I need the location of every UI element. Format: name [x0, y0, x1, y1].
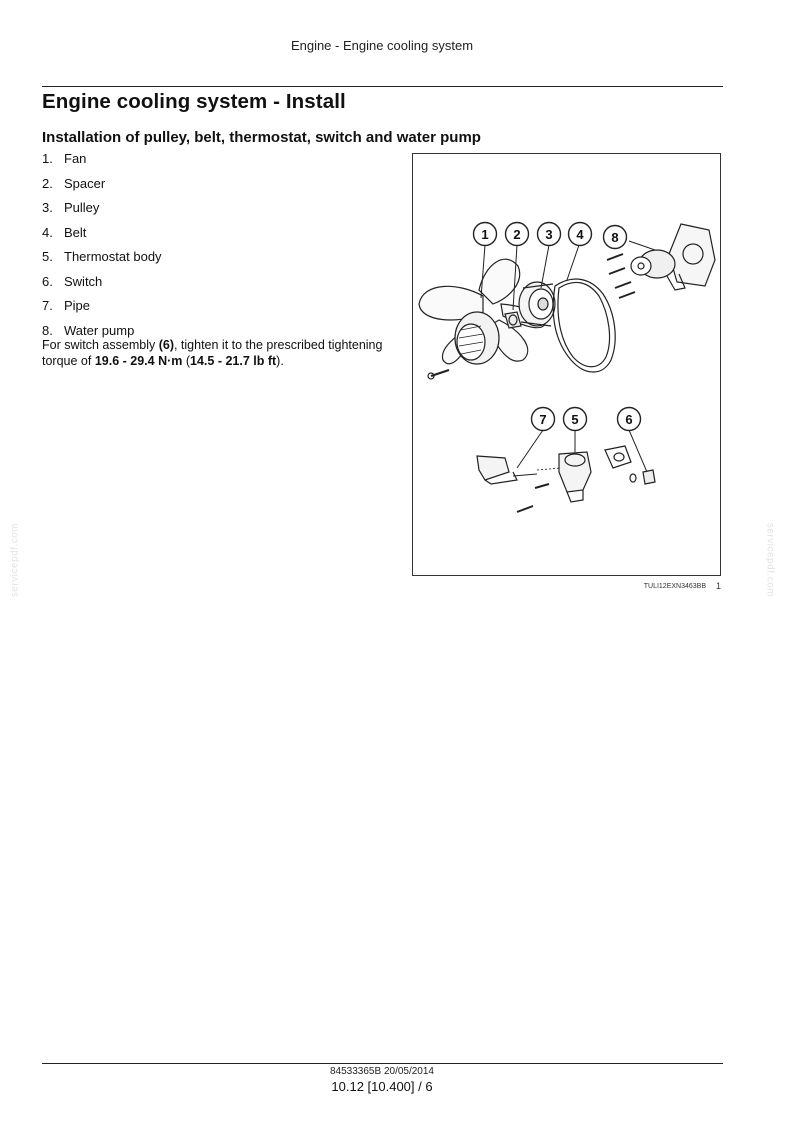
water-pump-drawing	[606, 223, 716, 299]
callout-balloon: 5	[562, 406, 588, 432]
item-number: 7.	[42, 298, 53, 313]
section-title: Installation of pulley, belt, thermostat…	[42, 129, 481, 146]
figure-number: 1	[716, 581, 722, 591]
callout-balloon: 4	[567, 221, 593, 247]
list-item: 2. Spacer	[42, 176, 387, 201]
torque-instruction: For switch assembly (6), tighten it to t…	[42, 338, 388, 369]
callout-label: 6	[625, 412, 632, 427]
callout-label: 5	[571, 412, 578, 427]
pipe-drawing	[476, 455, 538, 485]
callout-balloon: 3	[536, 221, 562, 247]
list-item: 6. Switch	[42, 274, 387, 299]
callout-balloon: 7	[530, 406, 556, 432]
item-number: 4.	[42, 224, 53, 240]
parts-list: 1. Fan 2. Spacer 3. Pulley 4. Belt 5. Thermos…	[42, 151, 387, 347]
item-label: Pulley	[64, 200, 100, 215]
instruction-prefix: For switch assembly	[42, 338, 159, 352]
exploded-diagram-figure: 1 2 3 4 8 7 5 6	[412, 153, 721, 576]
thermostat-body-drawing	[516, 451, 592, 513]
list-item: 7. Pipe	[42, 298, 387, 323]
spacer-drawing	[504, 311, 522, 329]
footer-page-ref: 10.12 [10.400] / 6	[331, 1079, 433, 1094]
exploded-diagram: 1 2 3 4 8 7 5 6	[418, 221, 716, 513]
running-header: Engine - Engine cooling system	[290, 38, 474, 53]
list-item: 5. Thermostat body	[42, 249, 387, 274]
list-item: 3. Pulley	[42, 200, 387, 225]
item-label: Water pump	[64, 322, 135, 338]
footer-document-ref: 84533365B 20/05/2014	[330, 1066, 434, 1077]
callout-label: 4	[576, 227, 584, 242]
item-number: 8.	[42, 322, 53, 338]
callout-balloon: 2	[504, 221, 530, 247]
item-label: Pipe	[64, 298, 91, 313]
callout-balloon: 1	[472, 221, 498, 247]
list-item: 1. Fan	[42, 151, 387, 176]
torque-metric: 19.6 - 29.4 N·m	[94, 353, 183, 368]
fan-drawing	[418, 258, 546, 380]
item-number: 5.	[42, 249, 53, 264]
item-label: Fan	[64, 151, 87, 166]
list-item: 8. Water pump	[42, 323, 387, 348]
footer-rule	[42, 1063, 723, 1064]
watermark-left: servicepdf.com	[9, 522, 21, 598]
item-label: Belt	[64, 224, 87, 240]
instruction-suffix: ).	[276, 353, 284, 368]
page-title: Engine cooling system - Install	[42, 90, 346, 113]
figure-caption-code: TULI12EXN3463BB	[643, 583, 706, 590]
item-number: 2.	[42, 175, 53, 191]
header-rule	[42, 86, 723, 87]
instruction-open-paren: (	[182, 353, 191, 368]
watermark-right: servicepdf.com	[764, 522, 776, 598]
callout-label: 1	[481, 227, 488, 242]
switch-drawing	[604, 445, 656, 485]
item-label: Switch	[64, 273, 103, 289]
torque-imperial: 14.5 - 21.7 lb ft	[190, 353, 277, 368]
item-number: 6.	[42, 273, 53, 289]
callout-label: 8	[611, 230, 618, 245]
callout-balloon: 6	[616, 406, 642, 432]
leader-lines	[480, 240, 656, 473]
item-label: Spacer	[64, 175, 106, 191]
pulley-drawing	[518, 281, 556, 327]
callout-balloon: 8	[602, 224, 628, 250]
callout-label: 7	[539, 412, 546, 427]
part-reference: (6)	[158, 338, 174, 352]
item-number: 3.	[42, 200, 53, 215]
belt-drawing	[552, 278, 616, 373]
item-number: 1.	[42, 151, 53, 166]
callout-label: 2	[513, 227, 520, 242]
list-item: 4. Belt	[42, 225, 387, 250]
instruction-middle: , tighten it to the prescribed tightenin…	[42, 338, 383, 368]
item-label: Thermostat body	[64, 249, 162, 264]
callout-label: 3	[545, 227, 552, 242]
